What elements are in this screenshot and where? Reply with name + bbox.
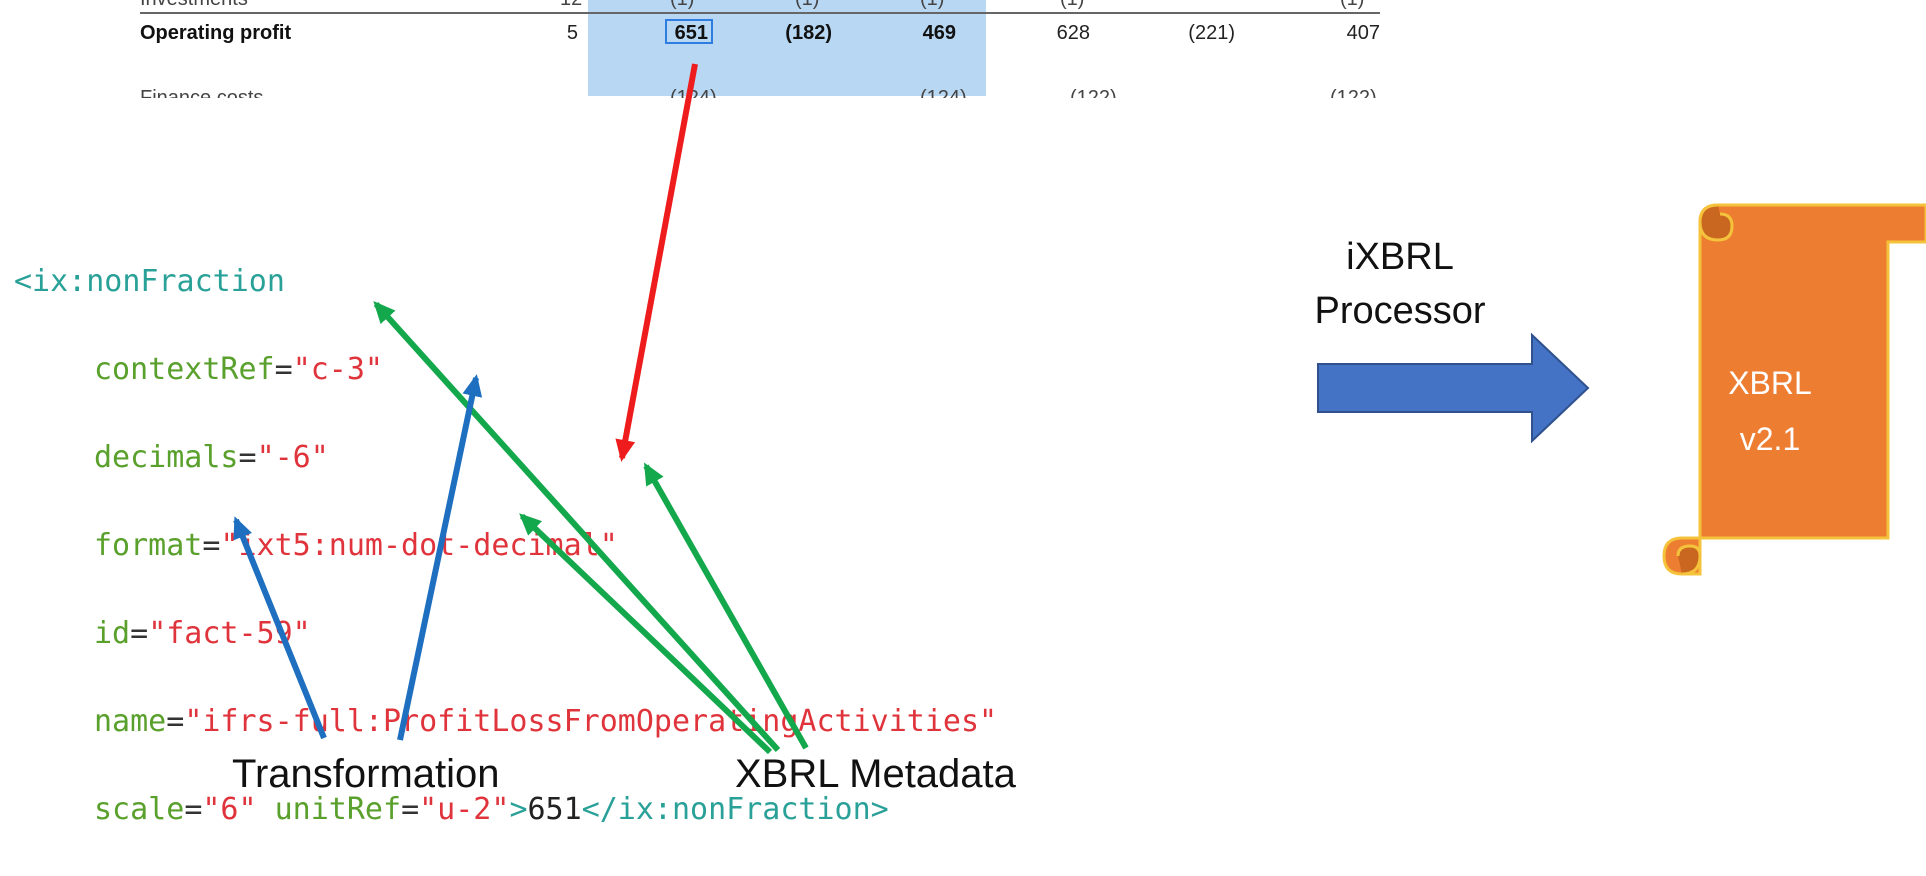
xbrl-scroll-doc — [1662, 203, 1926, 576]
clipped-row-above: Investments 12 (1) (1) (1) (1) (1) — [0, 0, 1400, 10]
row-label: Operating profit — [140, 22, 292, 44]
green-arrow-contextref — [373, 301, 781, 753]
value-628: 628 — [1056, 22, 1090, 44]
separator-line — [140, 12, 1380, 14]
green-arrow-unitref — [519, 513, 773, 755]
blue-arrow-scale — [233, 516, 327, 740]
selected-fact-box — [665, 19, 713, 44]
annotation-arrows — [233, 63, 1926, 755]
open-tag: <ix:nonFraction — [14, 264, 285, 299]
transformation-label: Transformation — [232, 752, 500, 796]
note-ref: 5 — [566, 22, 578, 44]
highlighted-columns — [588, 0, 986, 96]
xbrl-metadata-label: XBRL Metadata — [735, 752, 1016, 796]
statement-snippet: Investments 12 (1) (1) (1) (1) (1) Opera… — [0, 0, 1400, 100]
code-line-format: format="ixt5:num-dot-decimal" — [94, 528, 618, 563]
value-182: (182) — [785, 22, 832, 44]
code-line-decimals: decimals="-6" — [94, 440, 329, 475]
processor-label: iXBRL Processor — [1314, 236, 1486, 332]
value-407: 407 — [1346, 22, 1380, 44]
red-arrow — [615, 63, 698, 462]
green-arrow-name — [643, 462, 809, 750]
blue-arrow-format — [397, 374, 483, 741]
value-651: 651 — [674, 22, 708, 44]
process-arrow — [1317, 332, 1590, 444]
code-line-contextref: contextRef="c-3" — [94, 352, 383, 387]
code-line-open: <ix:nonFraction — [14, 260, 997, 304]
xbrl-doc-label: XBRL v2.1 — [1728, 365, 1812, 457]
value-221: (221) — [1188, 22, 1235, 44]
clipped-row-below: Finance costs (124) (124) (122) (122) — [140, 87, 1377, 98]
value-469: 469 — [922, 22, 956, 44]
